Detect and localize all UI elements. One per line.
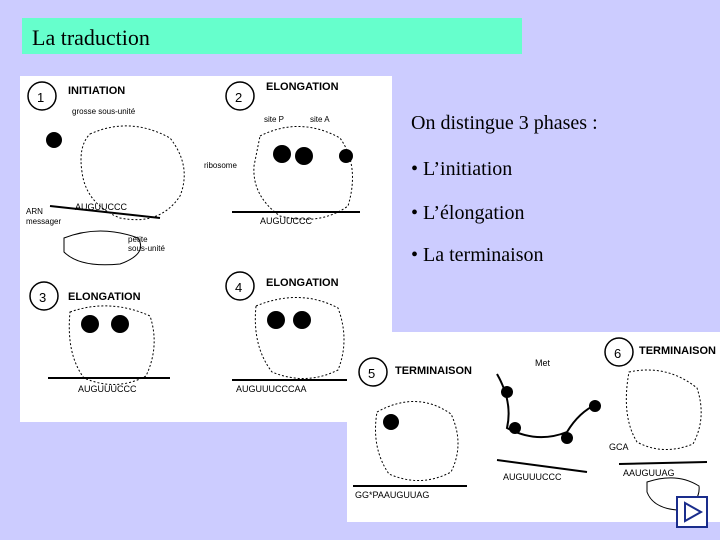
amino-acid-4 [589, 400, 601, 412]
label-arn: ARN [26, 207, 43, 216]
sequence-panel-6-right: AAUGUUAG [623, 468, 675, 478]
panel-2-title: ELONGATION [266, 81, 339, 93]
next-slide-button[interactable] [676, 496, 708, 528]
sequence-panel-2: AUGUUCCC [260, 216, 313, 226]
diagram-panel-bottom: 5 TERMINAISON GG*PAAUGUUAG Met AUGUUUCCC… [347, 332, 720, 522]
label-site-a: site A [310, 115, 330, 124]
amino-acid-3 [561, 432, 573, 444]
bullet-elongation: • L’élongation [411, 202, 525, 224]
ribosome-shape-5 [375, 401, 459, 482]
slide-title: La traduction [32, 25, 150, 50]
mrna-strand-6b [618, 461, 708, 465]
label-petite: petite [128, 235, 148, 244]
panel-3-number: 3 [39, 290, 46, 305]
label-ribosome: ribosome [204, 161, 237, 170]
panel-1-number: 1 [37, 90, 44, 105]
sequence-panel-6-left: AUGUUUCCC [503, 472, 562, 482]
panel-2-number: 2 [235, 90, 242, 105]
trna-p-site-4 [267, 311, 285, 329]
label-sous-unite: sous-unité [128, 244, 165, 253]
initiator-trna-head [46, 132, 62, 148]
bullet-terminaison: • La terminaison [411, 244, 544, 266]
polypeptide-chain [496, 373, 598, 439]
small-subunit-shape [63, 230, 142, 266]
next-slide-icon [684, 501, 704, 523]
phase-list-intro: On distingue 3 phases : [411, 112, 598, 134]
ribosome-shape-2 [253, 126, 353, 220]
panel-2-number-circle [225, 81, 255, 111]
panel-6-number: 6 [614, 346, 621, 361]
large-subunit-shape [80, 125, 185, 221]
slide-title-box: La traduction [22, 18, 522, 54]
panel-6-number-circle [604, 337, 634, 367]
trna-a-site-2 [295, 147, 313, 165]
sequence-panel-5: GG*PAAUGUUAG [355, 490, 429, 500]
trna-a-site-4 [293, 311, 311, 329]
panel-4-number-circle [225, 271, 255, 301]
label-met: Met [535, 358, 551, 368]
panel-5-number: 5 [368, 366, 375, 381]
trna-p-site-2 [273, 145, 291, 163]
panel-6-title: TERMINAISON [639, 345, 716, 357]
sequence-panel-3: AUGUUUCCC [78, 384, 137, 394]
panel-5-number-circle [358, 357, 388, 387]
trna-p-site-3 [81, 315, 99, 333]
panel-3-title: ELONGATION [68, 291, 141, 303]
panel-1-title: INITIATION [68, 85, 125, 97]
mrna-strand-1 [49, 205, 161, 219]
sequence-panel-4: AUGUUUCCCAA [236, 384, 307, 394]
amino-acid-2 [509, 422, 521, 434]
label-messager: messager [26, 217, 61, 226]
sequence-panel-6-anticodon: GCA [609, 442, 629, 452]
amino-acid-1 [501, 386, 513, 398]
panel-5-title: TERMINAISON [395, 365, 472, 377]
mrna-strand-6a [496, 459, 588, 473]
panel-3-number-circle [29, 281, 59, 311]
incoming-aa-2 [339, 149, 353, 163]
sequence-panel-1: AUGUUCCC [75, 202, 128, 212]
ribosome-shape-3 [68, 305, 155, 386]
panel-1-number-circle [27, 81, 57, 111]
panel-4-title: ELONGATION [266, 277, 339, 289]
ribosome-shape-4 [254, 297, 345, 380]
translation-diagram-bottom: 5 TERMINAISON GG*PAAUGUUAG Met AUGUUUCCC… [353, 337, 716, 511]
trna-a-site-3 [111, 315, 129, 333]
diagram-panel-top: 1 INITIATION grosse sous-unité ARN messa… [20, 76, 392, 422]
translation-diagram-top: 1 INITIATION grosse sous-unité ARN messa… [26, 81, 370, 394]
label-site-p: site P [264, 115, 284, 124]
trna-5 [383, 414, 399, 430]
ribosome-shape-6 [625, 369, 702, 450]
panel-4-number: 4 [235, 280, 242, 295]
label-grosse-sous-unite: grosse sous-unité [72, 107, 136, 116]
bullet-initiation: • L’initiation [411, 158, 513, 180]
